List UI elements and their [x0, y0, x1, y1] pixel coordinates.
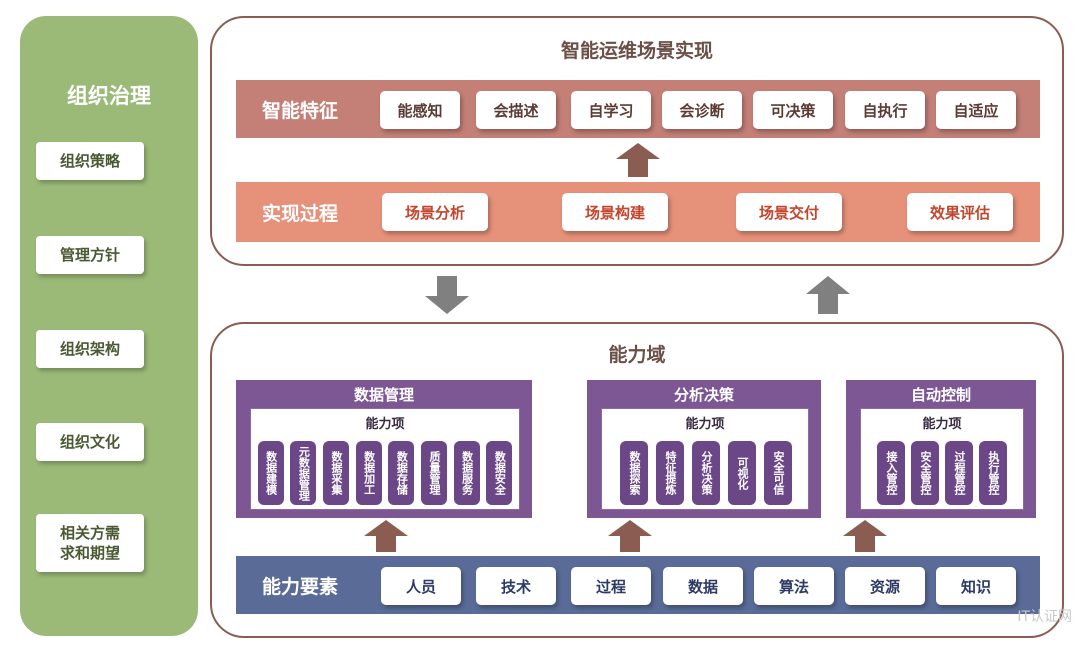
- feature-describe: 会描述: [476, 91, 556, 129]
- elements-label: 能力要素: [262, 575, 339, 598]
- cap-item: 过程管控: [945, 441, 973, 505]
- process-build: 场景构建: [562, 193, 668, 231]
- cap-item: 数据探索: [620, 441, 648, 505]
- process-label: 实现过程: [262, 202, 339, 225]
- governance-item-structure: 组织架构: [36, 330, 144, 368]
- domain-auto-control: 自动控制 能力项 接入管控 安全管控 过程管控 执行管控: [846, 380, 1036, 518]
- element-technology: 技术: [476, 567, 556, 605]
- governance-item-culture: 组织文化: [36, 423, 144, 461]
- element-knowledge: 知识: [936, 567, 1016, 605]
- cap-item: 执行管控: [979, 441, 1007, 505]
- cap-item: 质量管理: [421, 441, 447, 505]
- domain-subtitle: 能力项: [922, 417, 962, 432]
- cap-item: 接入管控: [877, 441, 905, 505]
- cap-item: 可视化: [728, 441, 756, 505]
- feature-diagnose: 会诊断: [662, 91, 742, 129]
- feature-perceive: 能感知: [380, 91, 460, 129]
- domain-title: 数据管理: [353, 385, 414, 404]
- feature-learn: 自学习: [571, 91, 651, 129]
- domain-inner: 能力项 数据建模 元数据管理 数据采集 数据加工 数据存储 质量管理 数据服务 …: [250, 408, 520, 510]
- domain-inner: 能力项 数据探索 特征提炼 分析决策 可视化 安全可信: [601, 408, 809, 510]
- process-deliver: 场景交付: [736, 193, 842, 231]
- domain-title: 自动控制: [910, 385, 971, 404]
- domain-analysis-decision: 分析决策 能力项 数据探索 特征提炼 分析决策 可视化 安全可信: [587, 380, 821, 518]
- feature-execute: 自执行: [845, 91, 925, 129]
- arrow-up-icon: [806, 276, 850, 314]
- governance-title: 组织治理: [67, 84, 151, 108]
- element-process: 过程: [571, 567, 651, 605]
- cap-item: 安全管控: [911, 441, 939, 505]
- cap-item: 数据存储: [388, 441, 415, 505]
- cap-item: 特征提炼: [656, 441, 684, 505]
- cap-item: 数据服务: [453, 441, 480, 505]
- capability-title: 能力域: [608, 344, 666, 366]
- cap-item: 分析决策: [692, 441, 720, 505]
- arrow-up-icon: [616, 143, 660, 179]
- element-data: 数据: [663, 567, 743, 605]
- feature-decide: 可决策: [753, 91, 833, 129]
- domain-inner: 能力项 接入管控 安全管控 过程管控 执行管控: [860, 408, 1024, 510]
- domain-data-management: 数据管理 能力项 数据建模 元数据管理 数据采集 数据加工 数据存储 质量管理 …: [236, 380, 532, 518]
- governance-item-stakeholders: 相关方需 求和期望: [36, 514, 144, 572]
- element-algorithm: 算法: [754, 567, 834, 605]
- scenario-title: 智能运维场景实现: [560, 40, 713, 62]
- cap-item: 数据安全: [486, 441, 513, 505]
- governance-item-strategy: 组织策略: [36, 142, 144, 180]
- cap-item: 数据采集: [323, 441, 349, 505]
- cap-item: 数据加工: [355, 441, 382, 505]
- cap-item: 安全可信: [764, 441, 792, 505]
- arrow-up-icon: [364, 520, 408, 556]
- cap-item: 元数据管理: [290, 441, 317, 505]
- arrow-up-icon: [843, 520, 887, 556]
- domain-subtitle: 能力项: [685, 417, 725, 432]
- process-evaluate: 效果评估: [907, 193, 1013, 231]
- governance-item-policy: 管理方针: [36, 236, 144, 274]
- process-analysis: 场景分析: [382, 193, 488, 231]
- feature-adapt: 自适应: [936, 91, 1016, 129]
- watermark: IT认证网: [1017, 609, 1072, 625]
- arrow-down-icon: [425, 276, 469, 314]
- element-people: 人员: [381, 567, 461, 605]
- domain-subtitle: 能力项: [365, 417, 405, 432]
- domain-title: 分析决策: [673, 385, 734, 404]
- cap-item: 数据建模: [257, 441, 284, 505]
- features-label: 智能特征: [262, 99, 339, 122]
- arrow-up-icon: [608, 520, 652, 556]
- element-resources: 资源: [845, 567, 925, 605]
